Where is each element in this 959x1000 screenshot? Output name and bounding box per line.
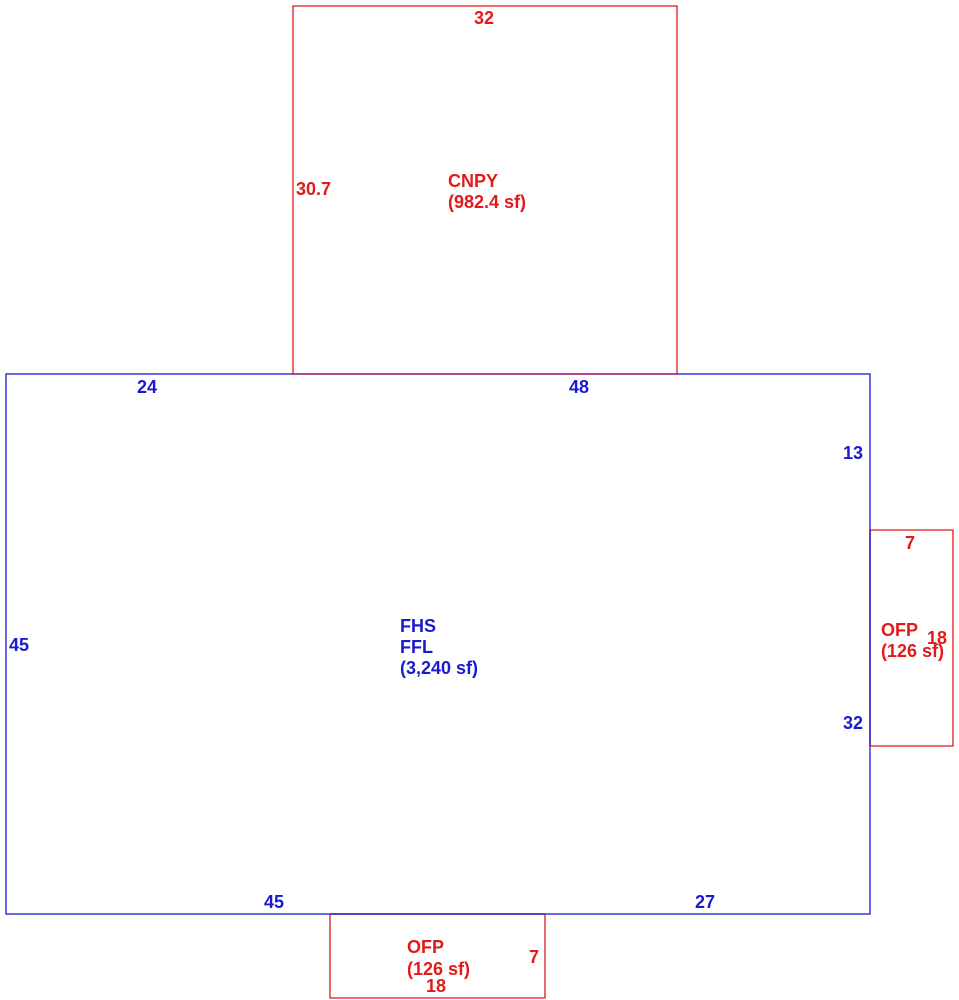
main-area: (3,240 sf): [400, 658, 478, 678]
main-dim-bottom-right: 27: [695, 892, 715, 912]
main-code-1: FHS: [400, 616, 436, 636]
main-dim-left: 45: [9, 635, 29, 655]
porch-right-code: OFP: [881, 620, 918, 640]
porch-bottom-dim-right: 7: [529, 947, 539, 967]
porch-bottom-area: (126 sf): [407, 959, 470, 979]
canopy-code: CNPY: [448, 171, 498, 191]
main-code-2: FFL: [400, 637, 433, 657]
porch-right-dim-top: 7: [905, 533, 915, 553]
main-dim-right-upper: 13: [843, 443, 863, 463]
main-dim-top-left: 24: [137, 377, 157, 397]
main-dim-bottom-left: 45: [264, 892, 284, 912]
porch-bottom-code: OFP: [407, 937, 444, 957]
main-dim-right-lower: 32: [843, 713, 863, 733]
canopy-area: (982.4 sf): [448, 192, 526, 212]
porch-bottom-dim-bottom: 18: [426, 976, 446, 996]
canopy-dim-top: 32: [474, 8, 494, 28]
main-dim-top-right: 48: [569, 377, 589, 397]
canopy-dim-left: 30.7: [296, 179, 331, 199]
porch-right-dim-right: 18: [927, 628, 947, 648]
main-structure-outline: [5, 373, 871, 915]
porch-right-area: (126 sf): [881, 641, 944, 661]
